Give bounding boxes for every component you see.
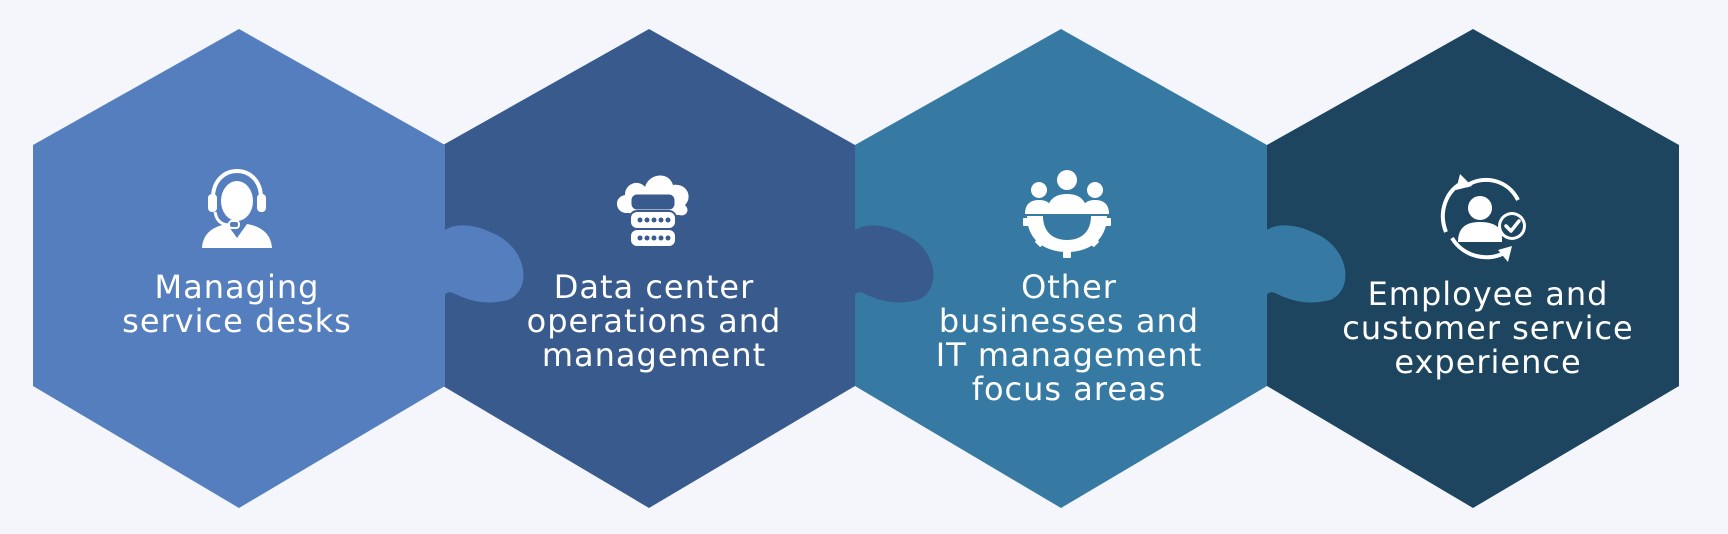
team-gear-icon: [1023, 170, 1111, 258]
hexagon-label-service-desks: Managing service desks: [122, 268, 352, 340]
cloud-database-server-icon: [613, 167, 693, 251]
hexagon-service-desks: [33, 29, 445, 508]
user-cycle-check-icon: [1436, 174, 1532, 264]
puzzle-tab-1: [440, 225, 524, 305]
puzzle-tab-3: [1262, 225, 1346, 305]
hexagon-other-focus-areas: [855, 29, 1267, 508]
hexagon-employee-experience: [1267, 29, 1679, 508]
puzzle-tab-2: [850, 225, 934, 305]
customer-support-headset-icon: [197, 168, 277, 250]
hexagon-label-other-focus-areas: Other businesses and IT management focus…: [935, 268, 1203, 408]
hexagon-label-employee-experience: Employee and customer service experience: [1342, 275, 1634, 381]
hexagon-label-data-center: Data center operations and management: [526, 268, 782, 374]
hexagon-data-center: [443, 29, 855, 508]
